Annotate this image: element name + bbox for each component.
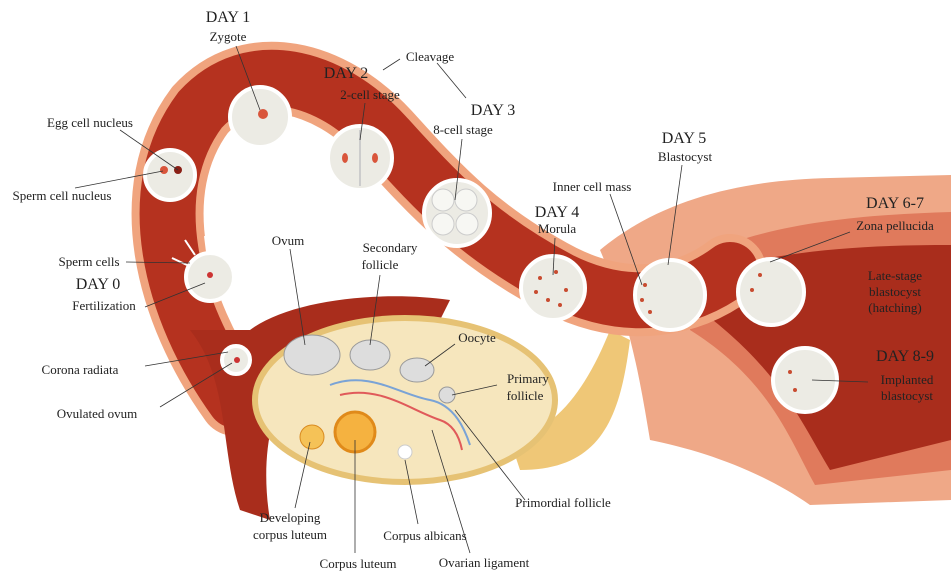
oocyte-label: Oocyte <box>458 330 496 345</box>
day8-9-label: DAY 8-9 <box>876 348 934 365</box>
day3-label: DAY 3 <box>471 102 516 119</box>
two-cell-nucleus <box>372 153 378 163</box>
morula-cell-dot <box>534 290 538 294</box>
primordial-follicle-label: Primordial follicle <box>515 495 611 510</box>
developing-corpus-luteum <box>299 424 325 450</box>
ovum-follicle <box>283 334 341 376</box>
secondary-follicle-label: Secondary <box>363 240 418 255</box>
hatching-blastocyst-cell <box>736 257 806 327</box>
corpus-luteum-label: Corpus luteum <box>320 556 397 571</box>
ovum-label: Ovum <box>272 233 305 248</box>
developing-corpus-luteum-label: Developing <box>260 510 321 525</box>
day2-label: DAY 2 <box>324 65 369 82</box>
morula-cell-dot <box>546 298 550 302</box>
secondary-follicle <box>349 339 391 371</box>
day4-label: DAY 4 <box>535 204 580 221</box>
implanted-dot <box>788 370 792 374</box>
primary-follicle-label-2: follicle <box>507 388 544 403</box>
implanted-blastocyst-cell <box>771 346 839 414</box>
zona-pellucida-label: Zona pellucida <box>856 218 934 233</box>
day6-7-label: DAY 6-7 <box>866 195 924 212</box>
ovary-vessels <box>329 379 471 446</box>
corpus-albicans-label: Corpus albicans <box>383 528 466 543</box>
sperm-nucleus-dot <box>160 166 168 174</box>
morula-label: Morula <box>538 221 577 236</box>
eight-cell-label: 8-cell stage <box>433 122 493 137</box>
morula-cell-dot <box>554 270 558 274</box>
hatching-dot <box>750 288 754 292</box>
oocyte-follicle <box>399 357 435 383</box>
hatching-dot <box>758 273 762 277</box>
inner-cell-mass-label: Inner cell mass <box>553 179 632 194</box>
fertilization-nucleus <box>207 272 213 278</box>
late-stage-label-2: blastocyst <box>869 284 921 299</box>
morula-cell-dot <box>558 303 562 307</box>
eight-cell-cell <box>422 178 492 248</box>
sperm-nucleus-label: Sperm cell nucleus <box>13 188 112 203</box>
pronuclei-cell <box>143 148 197 202</box>
ovary-vessels-red <box>339 391 463 451</box>
late-stage-label-3: (hatching) <box>868 300 921 315</box>
ovulated-ovum-label: Ovulated ovum <box>57 406 138 421</box>
morula-cell-dot <box>564 288 568 292</box>
zygote-label: Zygote <box>210 29 247 44</box>
blastomere <box>454 188 478 212</box>
fallopian-tube <box>139 49 758 428</box>
implanted-label-2: blastocyst <box>881 388 933 403</box>
morula-cell-dot <box>538 276 542 280</box>
blastocyst-cell <box>633 258 707 332</box>
ovarian-ligament-label: Ovarian ligament <box>439 555 530 570</box>
fertilization-label: Fertilization <box>72 298 136 313</box>
inner-cell-mass-dot <box>643 283 647 287</box>
late-stage-label: Late-stage <box>868 268 922 283</box>
sperm-tails <box>171 235 248 283</box>
blastocyst-label: Blastocyst <box>658 149 713 164</box>
sperm-cells-label: Sperm cells <box>58 254 119 269</box>
day0-label: DAY 0 <box>76 276 121 293</box>
inner-cell-mass-dot <box>640 298 644 302</box>
blastomere <box>455 212 479 236</box>
fimbriae <box>190 296 450 520</box>
morula-cell <box>519 254 587 322</box>
ovum-nucleus <box>234 357 240 363</box>
blastomere <box>431 188 455 212</box>
secondary-follicle-label-2: follicle <box>362 257 399 272</box>
cleavage-label: Cleavage <box>406 49 455 64</box>
developing-corpus-luteum-label-2: corpus luteum <box>253 527 327 542</box>
corpus-albicans <box>397 444 413 460</box>
inner-cell-mass-dot <box>648 310 652 314</box>
leader-lines <box>74 45 869 554</box>
implanted-dot <box>793 388 797 392</box>
blastomere <box>431 212 455 236</box>
primary-follicle <box>438 386 456 404</box>
day5-label: DAY 5 <box>662 130 707 147</box>
two-cell-nucleus <box>342 153 348 163</box>
two-cell-label: 2-cell stage <box>340 87 400 102</box>
corona-radiata-label: Corona radiata <box>42 362 119 377</box>
primary-follicle-label: Primary <box>507 371 549 386</box>
zygote-nucleus <box>258 109 268 119</box>
implanted-label: Implanted <box>881 372 934 387</box>
day1-label: DAY 1 <box>206 9 251 26</box>
egg-nucleus-label: Egg cell nucleus <box>47 115 133 130</box>
